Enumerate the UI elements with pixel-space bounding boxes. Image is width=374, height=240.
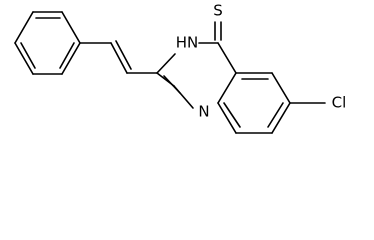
bond [271, 72, 291, 104]
bond [115, 40, 132, 70]
bond [156, 53, 176, 74]
bond [163, 75, 181, 94]
bond [217, 72, 237, 104]
phenyl-ring [14, 11, 81, 75]
bond [217, 102, 237, 134]
chlorine-atom-label: Cl [332, 94, 347, 112]
bond [14, 42, 34, 75]
bond [217, 42, 237, 74]
bond [223, 102, 241, 128]
pyrimidine-ring [156, 42, 237, 109]
sulfur-atom-label: S [213, 2, 223, 20]
bond [267, 102, 284, 128]
nh-atom-label: HN [176, 34, 199, 52]
fused-benzene-ring [217, 72, 291, 134]
bond [61, 11, 81, 44]
bond [61, 42, 81, 75]
bond [20, 42, 36, 69]
nitrogen-atom-label: N [198, 103, 209, 121]
bond [110, 42, 128, 74]
bond [59, 42, 75, 69]
bond [271, 102, 291, 134]
structure-diagram: S HN N Cl [14, 1, 347, 134]
vinyl-linker [79, 40, 158, 74]
bond [14, 11, 34, 44]
thione-group [214, 21, 222, 41]
molecule-drawing: S HN N Cl [14, 2, 347, 134]
